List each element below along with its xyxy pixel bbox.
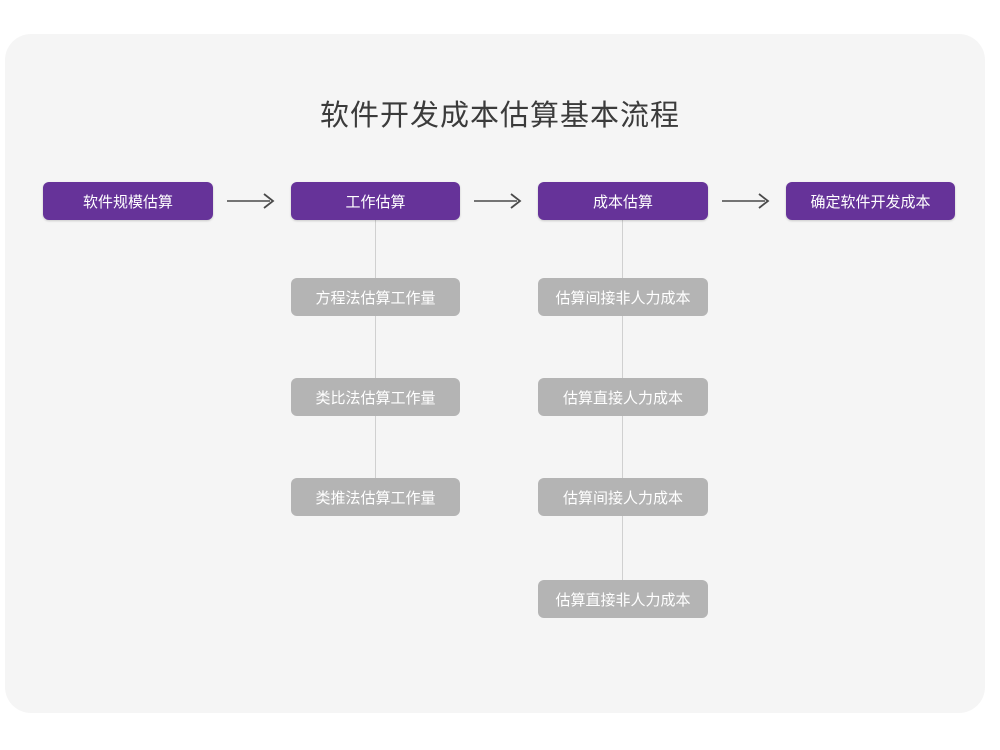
flow-subnode-cost-3[interactable]: 估算间接人力成本 (538, 478, 708, 516)
connector-line-left-2 (375, 316, 376, 378)
flow-subnode-cost-1[interactable]: 估算间接非人力成本 (538, 278, 708, 316)
flow-subnode-cost-2[interactable]: 估算直接人力成本 (538, 378, 708, 416)
flow-node-label: 方程法估算工作量 (315, 289, 436, 307)
flow-node-step-4[interactable]: 确定软件开发成本 (786, 182, 955, 220)
arrow-right-icon (721, 190, 773, 212)
connector-line-right-2 (622, 316, 623, 378)
flow-node-label: 估算间接非人力成本 (555, 289, 691, 307)
background-card (5, 34, 985, 713)
connector-line-left-1 (375, 220, 376, 278)
connector-line-right-3 (622, 416, 623, 478)
flow-node-label: 估算直接人力成本 (562, 389, 683, 407)
connector-line-left-3 (375, 416, 376, 478)
flow-node-label: 估算直接非人力成本 (555, 591, 691, 609)
flow-node-step-3[interactable]: 成本估算 (538, 182, 708, 220)
flow-node-label: 成本估算 (592, 193, 653, 211)
flow-subnode-work-3[interactable]: 类推法估算工作量 (291, 478, 460, 516)
flow-node-label: 估算间接人力成本 (562, 489, 683, 507)
flow-node-label: 工作估算 (345, 193, 406, 211)
flow-node-label: 类推法估算工作量 (315, 489, 436, 507)
flow-node-label: 软件规模估算 (82, 193, 173, 211)
flow-subnode-work-2[interactable]: 类比法估算工作量 (291, 378, 460, 416)
connector-line-right-1 (622, 220, 623, 278)
page-title: 软件开发成本估算基本流程 (319, 100, 680, 132)
flow-subnode-work-1[interactable]: 方程法估算工作量 (291, 278, 460, 316)
flow-node-label: 类比法估算工作量 (315, 389, 436, 407)
flow-subnode-cost-4[interactable]: 估算直接非人力成本 (538, 580, 708, 618)
flow-node-label: 确定软件开发成本 (810, 193, 931, 211)
flow-node-step-1[interactable]: 软件规模估算 (43, 182, 213, 220)
arrow-right-icon (473, 190, 525, 212)
connector-line-right-4 (622, 516, 623, 580)
arrow-right-icon (226, 190, 278, 212)
flow-node-step-2[interactable]: 工作估算 (291, 182, 460, 220)
